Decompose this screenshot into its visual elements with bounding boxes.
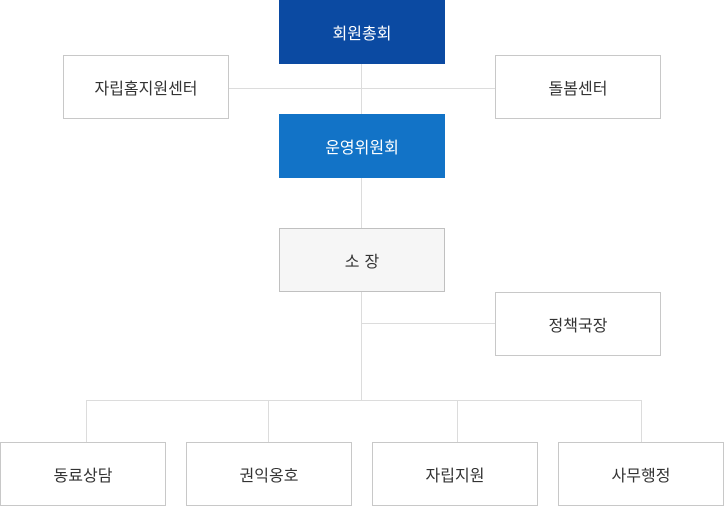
care-center-box: 돌봄센터 [495,55,661,119]
department-peer-counseling-box: 동료상담 [0,442,166,506]
policy-director-box: 정책국장 [495,292,661,356]
connector-policy-horizontal [361,323,496,324]
independent-home-center-box: 자립홈지원센터 [63,55,229,119]
general-assembly-box: 회원총회 [279,0,445,64]
connector-dept-3 [457,400,458,442]
department-administration-box: 사무행정 [558,442,724,506]
connector-dept-2 [268,400,269,442]
director-box: 소 장 [279,228,445,292]
connector-dept-1 [86,400,87,442]
connector-dept-4 [641,400,642,442]
steering-committee-box: 운영위원회 [279,114,445,178]
department-independence-support-box: 자립지원 [372,442,538,506]
connector-departments-horizontal [86,400,642,401]
department-advocacy-box: 권익옹호 [186,442,352,506]
connector-branch-horizontal [228,88,496,89]
